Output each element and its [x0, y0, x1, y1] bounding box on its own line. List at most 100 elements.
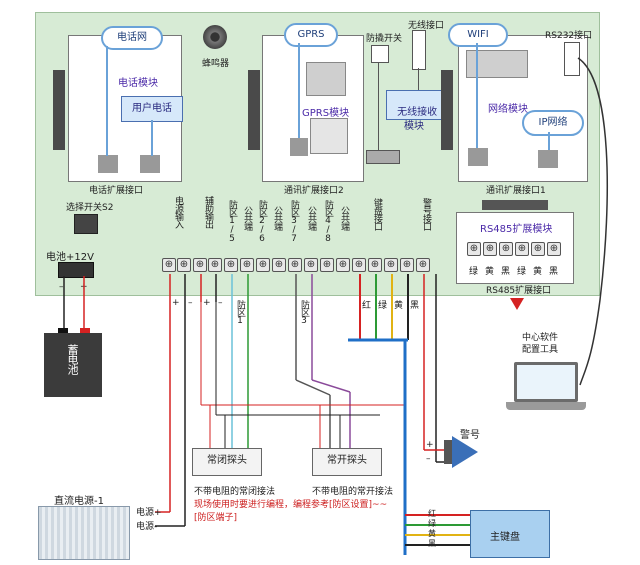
siren-minus: –: [426, 454, 431, 464]
terminal-11: ⊕: [320, 258, 334, 272]
battery-minus: –: [59, 282, 64, 292]
wire-minus-1: –: [188, 298, 193, 308]
terminal-2: ⊕: [177, 258, 191, 272]
phone-connector-left: [98, 155, 118, 173]
battery-body: [44, 333, 102, 397]
user-phone-label: 用户电话: [132, 103, 172, 114]
psu-label: 直流电源-1: [54, 496, 104, 507]
nc-detector: 常闭探头: [192, 448, 262, 476]
net-module-side: [441, 70, 453, 150]
terminal-5: ⊕: [224, 258, 238, 272]
psu-body: [38, 506, 130, 560]
label-power-in: 电源输入: [173, 196, 183, 228]
terminal-17: ⊕: [416, 258, 430, 272]
label-com4: 公共端: [339, 206, 349, 230]
buzzer-label: 蜂鸣器: [202, 59, 230, 69]
phone-wire-1: [106, 46, 108, 156]
terminal-7: ⊕: [256, 258, 270, 272]
wireless-connector: [412, 30, 426, 70]
gprs-cloud: GPRS: [284, 23, 338, 47]
gprs-wire: [298, 43, 300, 138]
terminal-4: ⊕: [208, 258, 222, 272]
phone-module-label: 电话模块: [118, 78, 158, 89]
wireless-module-label: 无线接收 模块: [397, 107, 438, 132]
kb-wire-yellow: 黄: [394, 301, 404, 311]
rs485-color-3: 黑: [501, 267, 511, 277]
no-detector-label: 常开探头: [327, 455, 367, 466]
net-module-label: 网络模块: [488, 104, 528, 115]
label-zone26: 防区2/6: [257, 200, 267, 243]
wire-plus-1: +: [172, 298, 180, 308]
kb-wire-black: 黑: [410, 301, 420, 311]
rs485-terminal-5: ⊕: [531, 242, 545, 256]
rs485-terminal-block: ⊕ ⊕ ⊕ ⊕ ⊕ ⊕: [467, 242, 561, 256]
gprs-connector: [290, 138, 308, 156]
program-note-line2: [防区端子]: [194, 513, 238, 523]
wifi-label: WIFI: [467, 29, 489, 40]
main-keyboard-label: 主键盘: [490, 532, 520, 543]
battery-terminal-minus: [58, 328, 68, 334]
ip-net-label: IP网络: [538, 117, 568, 128]
rs485-header: [482, 200, 548, 210]
rs485-port-label: RS485扩展接口: [486, 286, 552, 296]
label-aux-out: 辅助输出: [203, 196, 213, 228]
rs485-terminal-2: ⊕: [483, 242, 497, 256]
nc-detector-label: 常闭探头: [207, 455, 247, 466]
nc-note: 不带电阻的常闭接法: [194, 487, 276, 497]
rs485-color-1: 绿: [469, 267, 479, 277]
main-terminal-block: ⊕ ⊕ ⊕ ⊕ ⊕ ⊕ ⊕ ⊕ ⊕ ⊕ ⊕ ⊕ ⊕ ⊕ ⊕ ⊕ ⊕: [160, 256, 440, 274]
siren-plus: +: [426, 440, 434, 450]
wifi-wire: [476, 43, 478, 148]
gprs-module-label: GPRS模块: [302, 108, 350, 119]
laptop-screen[interactable]: [514, 362, 578, 402]
gprs-chip: [306, 62, 346, 96]
phone-connector-right: [140, 155, 160, 173]
down-arrow-icon: [510, 298, 524, 310]
rs232-label: RS232接口: [545, 31, 593, 41]
main-keyboard[interactable]: [470, 510, 550, 558]
ip-net-cloud: IP网络: [522, 110, 584, 136]
phone-net-label: 电话网: [117, 32, 147, 43]
terminal-13: ⊕: [352, 258, 366, 272]
terminal-8: ⊕: [272, 258, 286, 272]
wireless-port-label: 无线接口: [408, 21, 445, 31]
label-com1: 公共端: [242, 206, 252, 230]
gprs-module: [262, 35, 364, 182]
ip-wire: [548, 132, 550, 152]
battery-voltage-label: 电池+12V: [46, 252, 94, 263]
battery-label: 蓄电池: [66, 344, 79, 374]
rs485-terminal-3: ⊕: [499, 242, 513, 256]
kb-main-wire-green: 绿: [428, 519, 436, 528]
switch-s2-label: 选择开关S2: [66, 203, 114, 213]
tamper-wire: [378, 62, 379, 152]
psu-minus-label: 电源-: [136, 522, 158, 532]
phone-net-cloud: 电话网: [101, 26, 163, 50]
terminal-12: ⊕: [336, 258, 350, 272]
rs485-color-4: 绿: [517, 267, 527, 277]
label-com3: 公共端: [306, 206, 316, 230]
siren-label: 警号: [460, 430, 480, 441]
terminal-3: ⊕: [193, 258, 207, 272]
label-zone48: 防区4/8: [323, 200, 333, 243]
terminal-14: ⊕: [368, 258, 382, 272]
kb-wire-red: 红: [362, 301, 372, 311]
rs485-color-6: 黑: [549, 267, 559, 277]
battery-terminal-plus: [80, 328, 90, 334]
dip-switch-icon[interactable]: [74, 214, 98, 234]
rs485-terminal-1: ⊕: [467, 242, 481, 256]
label-keyboard: 键盘接口: [372, 198, 382, 230]
rs485-color-2: 黄: [485, 267, 495, 277]
wire-zone3-label: 防区3: [299, 300, 309, 325]
comm-port2-label: 通讯扩展接口2: [284, 186, 344, 196]
label-zone37: 防区3/7: [289, 200, 299, 243]
psu-plus-label: 电源+: [136, 508, 162, 518]
label-com2: 公共端: [272, 206, 282, 230]
net-connector-right: [538, 150, 558, 168]
rs485-color-5: 黄: [533, 267, 543, 277]
wire-plus-2: +: [203, 298, 211, 308]
user-phone-box: 用户电话: [121, 96, 183, 122]
rs485-terminal-6: ⊕: [547, 242, 561, 256]
rs485-terminal-4: ⊕: [515, 242, 529, 256]
phone-module-side: [53, 70, 65, 150]
